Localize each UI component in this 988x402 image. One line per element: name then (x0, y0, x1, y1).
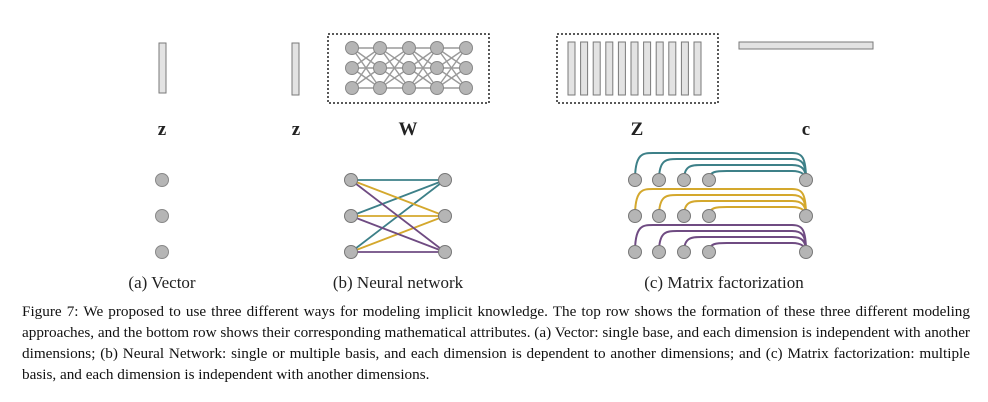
nn-mini-node (402, 41, 416, 55)
figure-7: z (a) Vector z W (b) Neural network Z c … (128, 33, 874, 292)
nn-w-dotted-box (327, 33, 490, 104)
nn-output-node (438, 245, 452, 259)
mf-basis-node (628, 209, 642, 223)
mf-basis-node (677, 173, 691, 187)
mf-basis-arc (658, 230, 807, 253)
mf-Z-column (567, 41, 576, 96)
nn-output-node (438, 173, 452, 187)
mf-target-node (799, 209, 813, 223)
nn-mini-node (402, 81, 416, 95)
vector-dim-node (155, 173, 169, 187)
nn-mini-node (459, 61, 473, 75)
nn-input-node (344, 209, 358, 223)
mf-basis-node (702, 173, 716, 187)
nn-mini-node (373, 81, 387, 95)
mf-c-symbol: c (802, 119, 810, 140)
nn-mini-node (402, 61, 416, 75)
nn-mini-node (373, 61, 387, 75)
mf-Z-column (605, 41, 614, 96)
mf-Z-column (630, 41, 639, 96)
mf-basis-node (677, 209, 691, 223)
mf-basis-node (628, 173, 642, 187)
nn-edge (350, 179, 446, 253)
mf-basis-arc (683, 164, 807, 181)
nn-mini-node (345, 81, 359, 95)
mf-Z-column (580, 41, 589, 96)
mf-Z-column (680, 41, 689, 96)
nn-z-bar (291, 42, 300, 96)
nn-z-symbol: z (292, 119, 301, 140)
mf-basis-node (628, 245, 642, 259)
vector-dim-node (155, 245, 169, 259)
panel-a-vector: z (a) Vector (128, 42, 196, 292)
nn-output-node (438, 209, 452, 223)
nn-edge (350, 179, 446, 217)
panel-b-neural-network: z W (b) Neural network (291, 33, 490, 292)
nn-mini-edge (379, 47, 410, 89)
panel-c-matrix-factorization: Z c (c) Matrix factorization (556, 33, 874, 292)
mf-basis-arc (634, 224, 807, 253)
mf-basis-node (652, 173, 666, 187)
mf-basis-node (677, 245, 691, 259)
mf-target-node (799, 173, 813, 187)
nn-edge (350, 215, 446, 253)
mf-basis-node (652, 209, 666, 223)
mf-basis-arc (634, 188, 807, 217)
mf-basis-arc (708, 170, 807, 181)
nn-mini-node (345, 61, 359, 75)
mf-basis-node (702, 245, 716, 259)
mf-basis-node (702, 209, 716, 223)
nn-mini-node (459, 81, 473, 95)
mf-basis-arc (634, 152, 807, 181)
mf-basis-arc (708, 242, 807, 253)
mf-target-node (799, 245, 813, 259)
mf-basis-node (652, 245, 666, 259)
mf-c-bar (738, 41, 874, 50)
mf-Z-symbol: Z (631, 119, 644, 140)
mf-basis-graph (628, 152, 813, 259)
nn-mini-node (430, 41, 444, 55)
nn-mini-network (345, 41, 473, 95)
figure-caption: Figure 7: We proposed to use three diffe… (22, 303, 970, 383)
nn-input-node (344, 245, 358, 259)
mf-Z-dotted-box (556, 33, 719, 104)
nn-mini-node (459, 41, 473, 55)
mf-basis-arc (658, 194, 807, 217)
mf-Z-column (693, 41, 702, 96)
mf-Z-column (643, 41, 652, 96)
vector-z-bar (158, 42, 167, 94)
mf-Z-column (668, 41, 677, 96)
subcaption-vector: (a) Vector (128, 273, 196, 292)
vector-dim-node (155, 209, 169, 223)
nn-mini-edge (408, 47, 438, 89)
mf-basis-arc (683, 200, 807, 217)
nn-mini-node (373, 41, 387, 55)
mf-basis-arc (708, 206, 807, 217)
nn-mini-node (345, 41, 359, 55)
mf-Z-column (617, 41, 626, 96)
mf-Z-column (655, 41, 664, 96)
mf-Z-column (592, 41, 601, 96)
mf-Z-columns (567, 41, 702, 96)
subcaption-neural-network: (b) Neural network (333, 273, 464, 292)
nn-input-node (344, 173, 358, 187)
subcaption-matrix-factorization: (c) Matrix factorization (644, 273, 804, 292)
vector-z-symbol: z (158, 119, 167, 140)
nn-mini-edge (436, 47, 467, 89)
nn-mini-node (430, 61, 444, 75)
nn-dependency-graph (344, 173, 452, 259)
mf-basis-arc (683, 236, 807, 253)
nn-w-symbol: W (399, 119, 418, 140)
mf-basis-arc (658, 158, 807, 181)
nn-mini-edge (351, 47, 381, 89)
nn-mini-node (430, 81, 444, 95)
